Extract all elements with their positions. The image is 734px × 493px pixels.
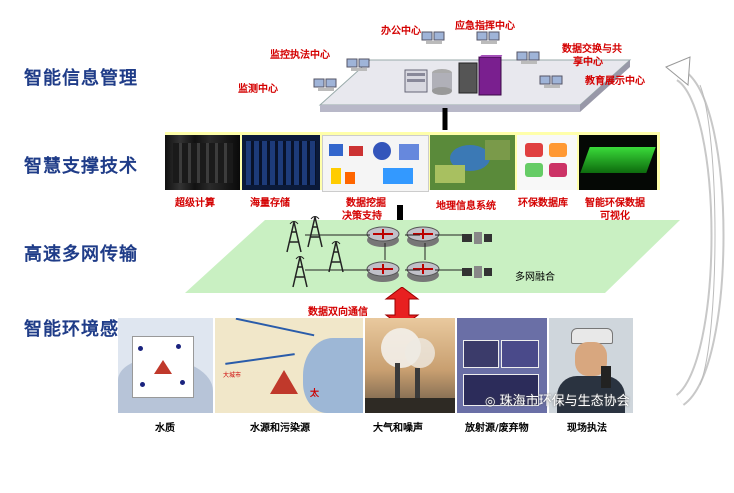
visualization-image (579, 135, 657, 190)
cell-tower-icon (328, 241, 344, 273)
education-center-label: 教育展示中心 (585, 76, 645, 87)
router-icon (366, 261, 400, 282)
layer-label-perception: 智能环境感知 (24, 319, 138, 340)
gis-label: 地理信息系统 (436, 201, 496, 212)
monitoring-center-label: 监测中心 (238, 84, 278, 95)
water-quality-caption: 水质 (155, 423, 175, 434)
network-fusion-label: 多网融合 (515, 272, 555, 283)
water-source-map-image: 大城市 太 (215, 318, 363, 413)
connector-line (397, 205, 403, 233)
gis-map-image (430, 135, 515, 190)
server-cluster-icon (404, 55, 503, 96)
router-icon (366, 226, 400, 247)
watermark-text: 珠海市环保与生态协会 (499, 394, 630, 409)
cell-tower-icon (292, 256, 308, 288)
workstation-icon (476, 31, 500, 44)
map-tai-label: 太 (310, 389, 320, 399)
exchange-center-label-line1: 数据交换与共 (562, 44, 622, 55)
workstation-icon (539, 75, 563, 88)
radiation-waste-image (457, 318, 547, 413)
network-links (305, 234, 470, 271)
wechat-icon: ◎ (485, 394, 496, 408)
workstation-icon (313, 78, 337, 91)
workstation-icon (421, 31, 445, 44)
radiation-waste-caption: 放射源/废弃物 (465, 423, 529, 434)
layer-label-info-management: 智能信息管理 (24, 68, 138, 89)
mass-storage-label: 海量存储 (250, 198, 290, 209)
field-enforcement-image (549, 318, 633, 413)
visualization-label-line1: 智能环保数据 (585, 198, 645, 209)
air-noise-image (365, 318, 455, 413)
water-quality-image (118, 318, 213, 413)
cell-tower-icon (286, 221, 302, 253)
data-mining-label-line1: 数据挖掘 (346, 198, 386, 209)
data-mining-label-line2: 决策支持 (342, 211, 382, 222)
router-icon (406, 226, 440, 247)
map-city-label: 大城市 (223, 372, 242, 379)
workstation-icon (516, 51, 540, 64)
water-source-caption: 水源和污染源 (250, 423, 310, 434)
layer-label-transmission: 高速多网传输 (24, 244, 138, 265)
satellite-icon (462, 266, 492, 278)
cell-tower-icon (307, 216, 323, 248)
workstation-icon (346, 58, 370, 71)
exchange-center-label-line2: 享中心 (573, 57, 603, 68)
bidirectional-comm-label: 数据双向通信 (308, 307, 368, 318)
air-noise-caption: 大气和噪声 (373, 423, 423, 434)
supervision-center-label: 监控执法中心 (270, 50, 330, 61)
emergency-center-label: 应急指挥中心 (455, 21, 515, 32)
watermark: ◎ 珠海市环保与生态协会 (485, 390, 630, 409)
env-database-label: 环保数据库 (518, 198, 568, 209)
supercomputer-image (165, 135, 240, 190)
storage-image (242, 135, 320, 190)
data-mining-image (322, 135, 429, 192)
satellite-icon (462, 232, 492, 244)
cycle-arrows (665, 56, 725, 406)
office-center-label: 办公中心 (381, 26, 421, 37)
field-enforcement-caption: 现场执法 (567, 423, 607, 434)
env-database-image (517, 135, 577, 190)
layer-label-support-technology: 智慧支撑技术 (24, 156, 138, 177)
visualization-label-line2: 可视化 (600, 211, 630, 222)
bidirectional-arrow (384, 287, 420, 327)
network-plane (185, 220, 680, 293)
supercomputing-label: 超级计算 (175, 198, 215, 209)
router-icon (406, 261, 440, 282)
